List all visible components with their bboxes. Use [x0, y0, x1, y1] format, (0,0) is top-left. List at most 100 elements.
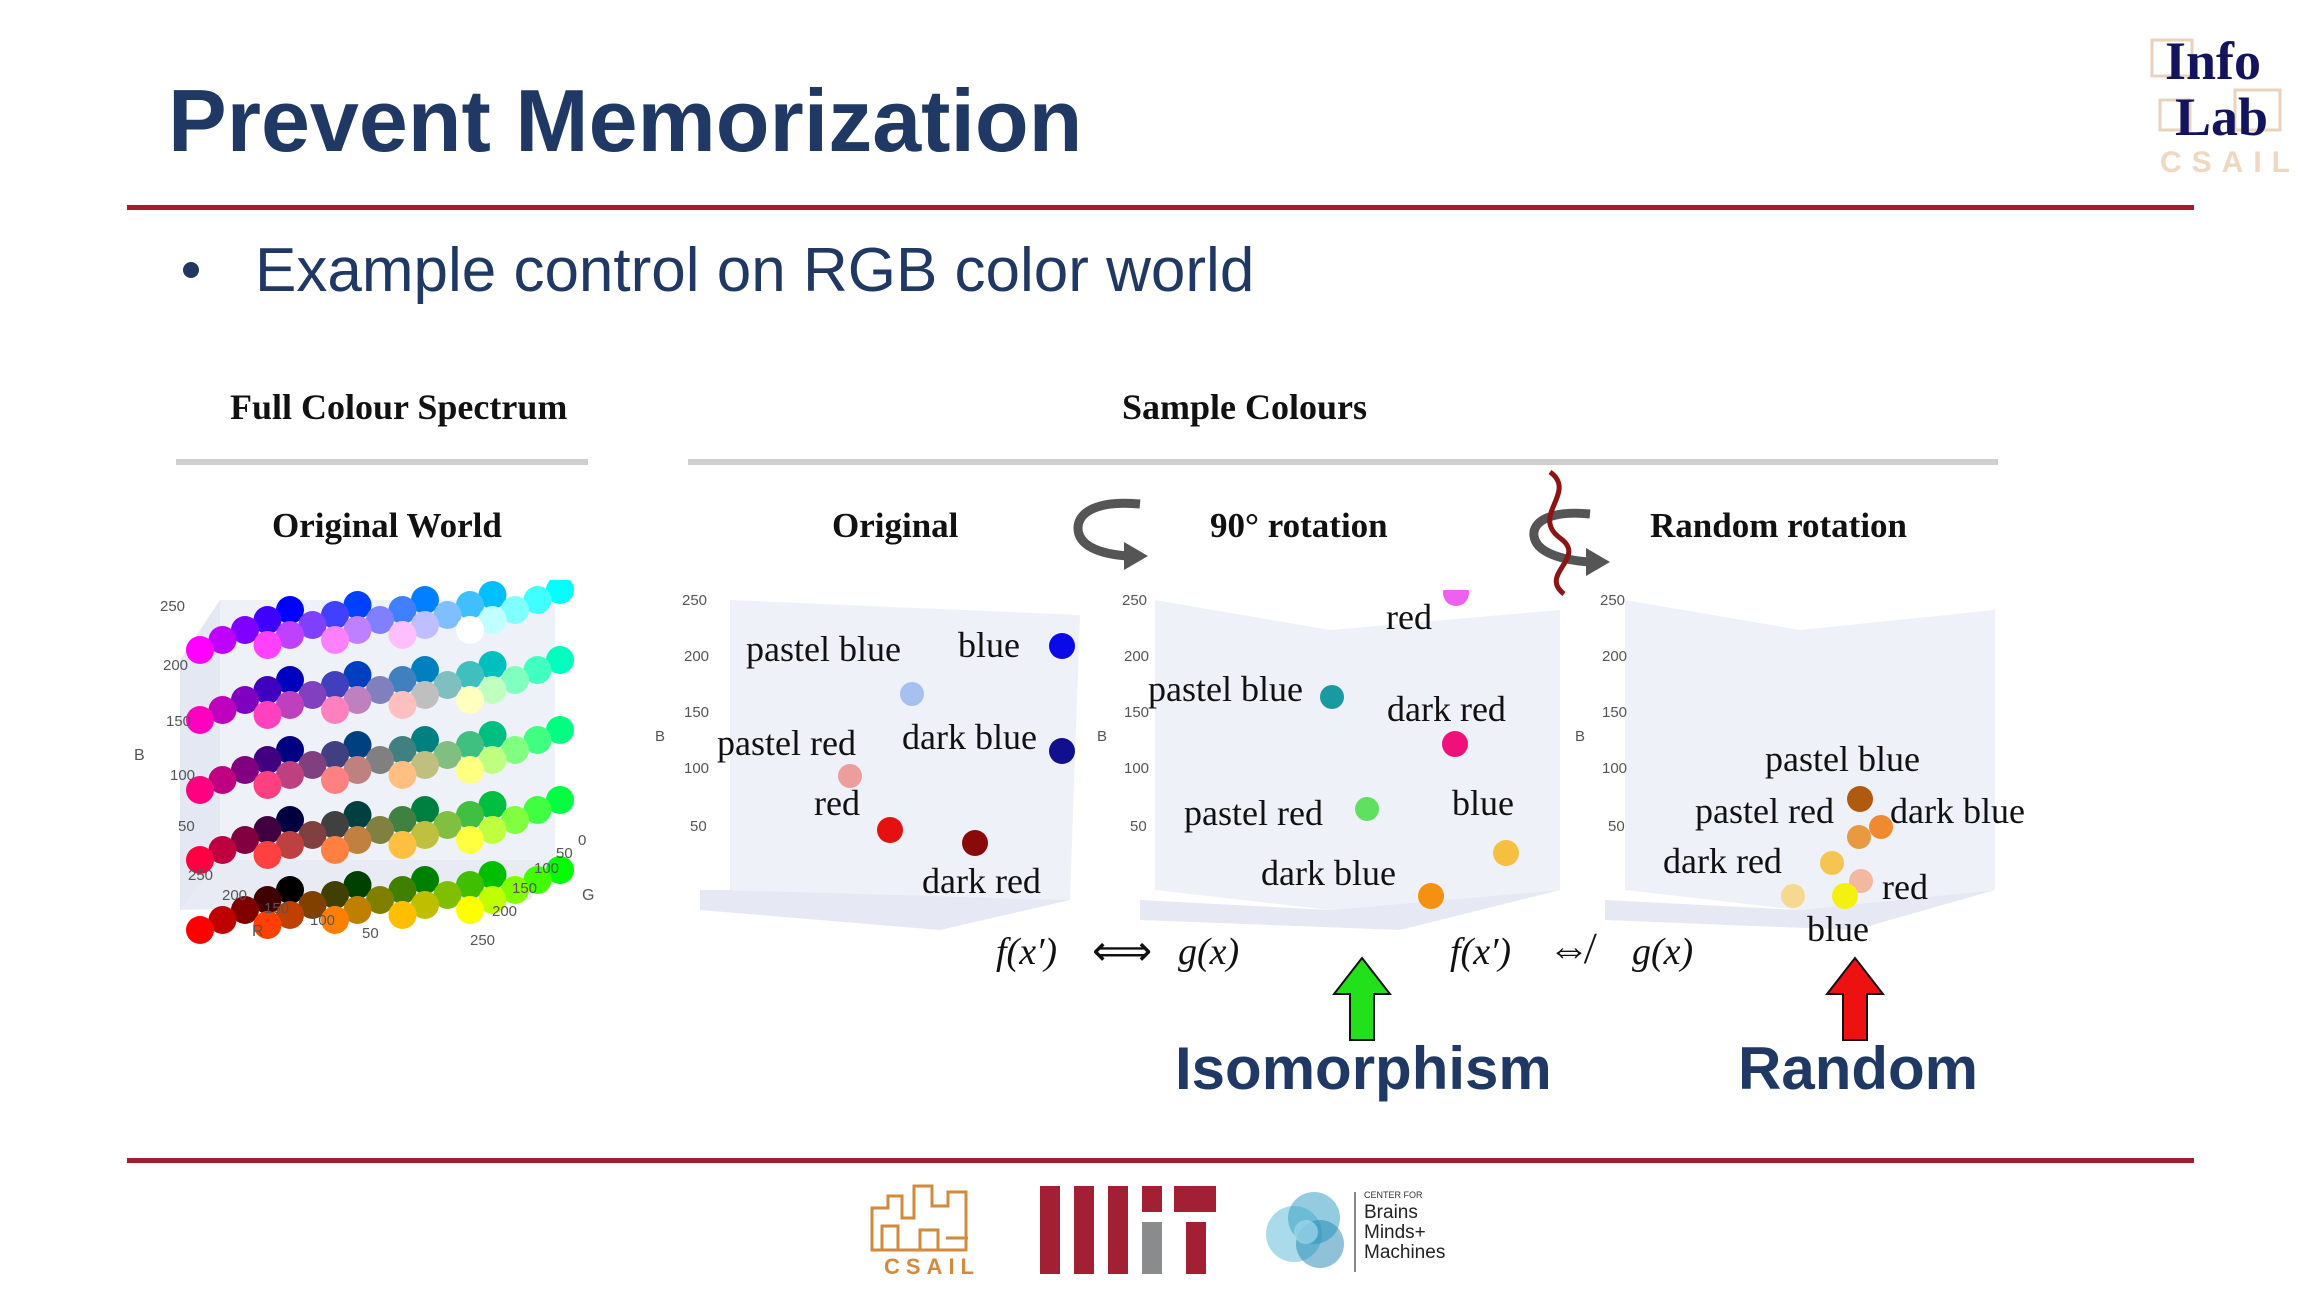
cube-point: [478, 581, 507, 609]
cube-point: [231, 826, 259, 854]
random-dot-red: [1849, 869, 1873, 893]
cube-point: [253, 631, 282, 659]
cube-point: [546, 580, 574, 604]
cube-point: [343, 616, 372, 644]
cube-point: [501, 736, 529, 764]
cube-point: [253, 911, 282, 939]
cube-tick-r-150: 150: [264, 900, 290, 917]
cube-point: [298, 681, 327, 709]
cube-point: [456, 756, 484, 784]
cube-point: [321, 766, 349, 794]
cube-point: [501, 806, 529, 834]
cube-point: [208, 696, 237, 724]
cube-points: [186, 580, 574, 944]
rotation90-dot-red: [1443, 590, 1469, 606]
top-divider: [127, 205, 2194, 210]
infolab-logo-line3: CSAIL: [2160, 146, 2300, 179]
rotation90-dot-pastel-red: [1355, 797, 1379, 821]
csail-logo: CSAIL: [868, 1178, 978, 1279]
random-label-dark-red: dark red: [1663, 841, 1782, 881]
cube-point: [523, 866, 552, 894]
cube-point: [343, 756, 372, 784]
cube-point: [298, 611, 327, 639]
rand-formula-f: f(x′): [1450, 931, 1512, 973]
cube-point: [253, 606, 282, 634]
cube-point: [546, 856, 574, 884]
bullet-text: Example control on RGB color world: [255, 236, 1255, 305]
full-spectrum-header: Full Colour Spectrum: [230, 387, 568, 427]
random-tick-100: 100: [1602, 760, 1628, 777]
cube-point: [276, 621, 304, 649]
rotation90-dot-dark-red: [1442, 731, 1468, 757]
cube-point: [366, 746, 394, 774]
random-plot: [1605, 600, 1995, 930]
cube-point: [456, 731, 484, 759]
cube-point: [298, 821, 327, 849]
cube-point: [478, 721, 507, 749]
infolab-logo: Info Lab CSAIL: [2140, 30, 2300, 180]
rotation90-label-dark-red: dark red: [1387, 689, 1506, 729]
cube-point: [231, 896, 259, 924]
random-plot-floor: [1605, 890, 1995, 930]
cube-tick-r-200: 200: [222, 887, 248, 904]
infolab-logo-line1: Info: [2165, 31, 2262, 91]
cube-point: [501, 876, 529, 904]
cube-point: [276, 876, 304, 904]
random-label-dark-blue: dark blue: [1890, 791, 2025, 831]
random-dot-pastel-red: [1847, 825, 1871, 849]
rotation90-tick-250: 250: [1122, 592, 1148, 609]
original-title: Original: [832, 506, 959, 545]
cube-axis-r-label: R: [252, 923, 264, 940]
original-label-pastel-blue: pastel blue: [746, 629, 901, 669]
cube-point: [411, 866, 439, 894]
cube-tick-b-100: 100: [170, 767, 196, 784]
rotation90-tick-50: 50: [1130, 818, 1147, 835]
cube-point: [321, 881, 349, 909]
cube-point: [433, 811, 462, 839]
cube-point: [478, 791, 507, 819]
cube-axis-g-label: G: [582, 887, 595, 904]
cube-point: [208, 836, 237, 864]
cube-point: [411, 611, 439, 639]
original-world-cube: [180, 580, 574, 944]
infolab-logo-graphic: [2150, 38, 2282, 132]
cube-point: [186, 636, 214, 664]
original-dot-pastel-blue: [900, 682, 924, 706]
cbmm-logo: CENTER FOR Brains Minds+ Machines: [1262, 1182, 1462, 1282]
random-label-pastel-blue: pastel blue: [1765, 739, 1920, 779]
csail-logo-graphic: [870, 1184, 968, 1252]
cube-tick-b-250: 250: [160, 598, 186, 615]
cube-point: [253, 701, 282, 729]
random-plot-wall: [1625, 600, 1995, 910]
original-plot-wall: [730, 600, 1080, 900]
cube-point: [456, 661, 484, 689]
cube-point: [253, 746, 282, 774]
cube-tick-r-50: 50: [362, 925, 379, 942]
cbmm-text-machines: Machines: [1364, 1242, 1446, 1263]
random-label-red: red: [1882, 867, 1928, 907]
cube-point: [411, 796, 439, 824]
cube-point: [343, 591, 372, 619]
cube-tick-g-100: 100: [534, 860, 560, 877]
original-label-dark-blue: dark blue: [902, 717, 1037, 757]
cube-point: [523, 726, 552, 754]
slide-title: Prevent Memorization: [168, 71, 1083, 170]
rotation90-label-pastel-red: pastel red: [1184, 793, 1323, 833]
cube-point: [478, 861, 507, 889]
cube-point: [388, 666, 417, 694]
cube-point: [433, 741, 462, 769]
random-dot-dark-red: [1820, 851, 1844, 875]
cube-point: [523, 656, 552, 684]
cbmm-logo-graphic: [1266, 1192, 1344, 1268]
cube-point: [456, 591, 484, 619]
rotation90-label-pastel-blue: pastel blue: [1148, 669, 1303, 709]
cube-point: [343, 661, 372, 689]
original-tick-250: 250: [682, 592, 708, 609]
cube-point: [411, 681, 439, 709]
cube-point: [388, 736, 417, 764]
rand-formula-g: g(x): [1632, 931, 1694, 973]
cube-tick-b-200: 200: [163, 657, 189, 674]
cube-point: [186, 916, 214, 944]
original-tick-150: 150: [684, 704, 710, 721]
random-dot-blue: [1832, 883, 1858, 909]
